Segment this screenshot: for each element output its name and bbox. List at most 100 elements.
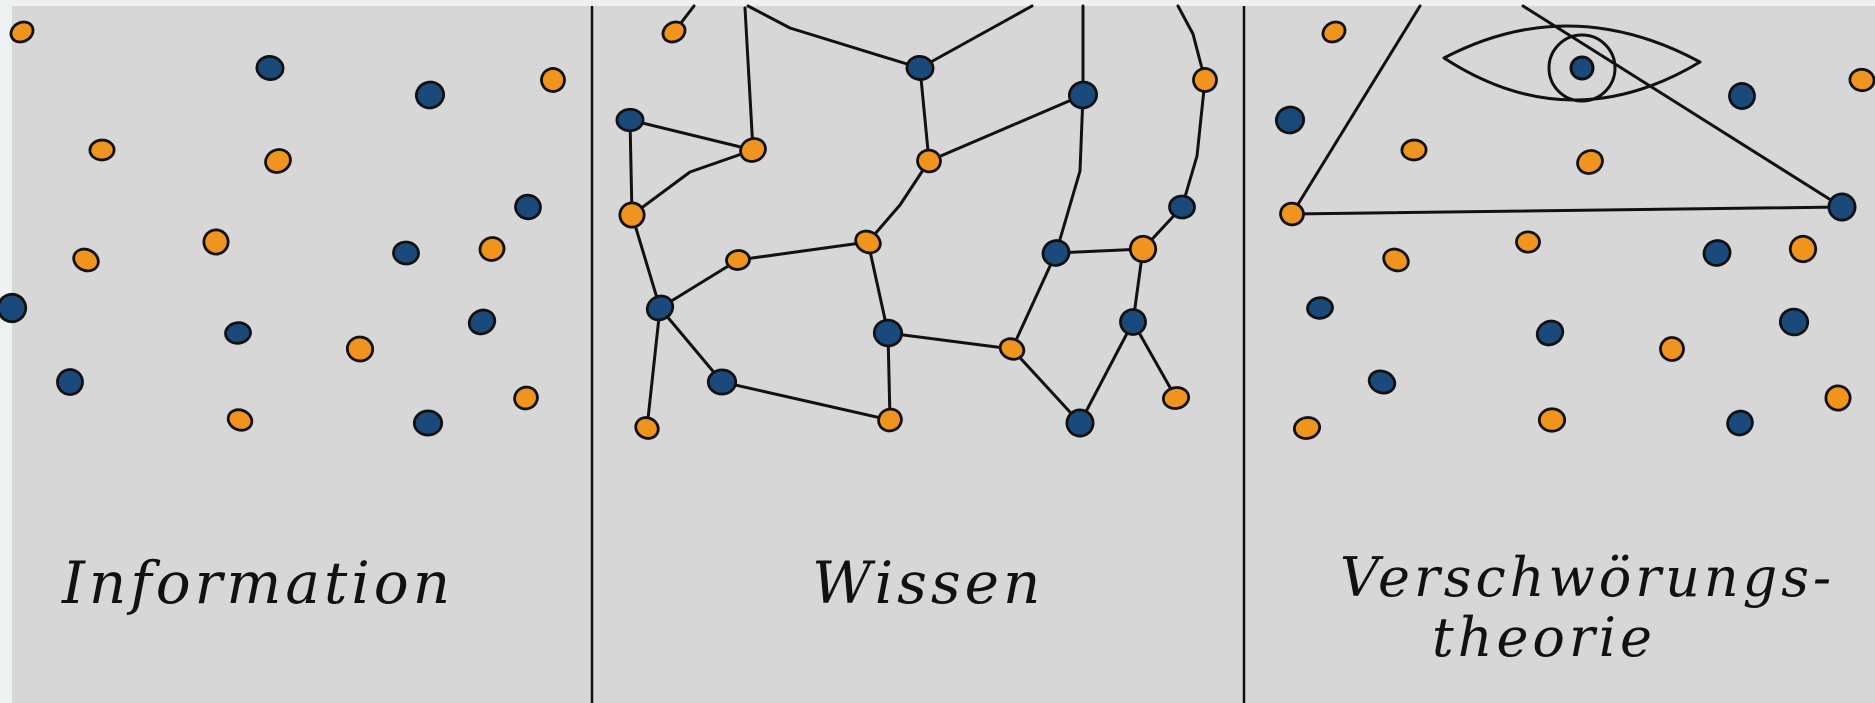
wissen-edge (866, 240, 890, 335)
wissen-blue-dot (645, 294, 675, 322)
conspiracy-orange-dot (1400, 138, 1428, 162)
information-blue-dot (0, 292, 28, 324)
wissen-edge (1054, 93, 1085, 255)
information-orange-dot (478, 236, 506, 262)
information-orange-dot (540, 67, 566, 93)
information-blue-dot (56, 368, 84, 396)
conspiracy-blue-dot (1274, 105, 1306, 135)
eye-outline (1442, 24, 1702, 102)
wissen-blue-dot (1065, 408, 1095, 438)
wissen-orange-dot (725, 249, 751, 271)
wissen-edge (1010, 347, 1082, 425)
wissen-edge (645, 306, 662, 430)
wissen-edge (1078, 320, 1135, 425)
information-orange-dot (226, 408, 254, 432)
conspiracy-blue-dot (1535, 319, 1565, 347)
wissen-blue-dot (905, 55, 935, 81)
information-blue-dot (412, 409, 444, 437)
conspiracy-blue-dot (1827, 192, 1857, 222)
wissen-edge (630, 213, 662, 310)
wissen-orange-dot (854, 229, 882, 255)
conspiracy-blue-dot (1778, 307, 1810, 337)
wissen-edge (927, 93, 1085, 163)
wissen-orange-dot (1161, 386, 1191, 410)
wissen-edge (736, 240, 870, 262)
label-information: Information (61, 549, 454, 617)
all-seeing-eye-icon (1290, 4, 1844, 216)
conspiracy-blue-dot (1367, 369, 1397, 395)
wissen-orange-dot (1192, 67, 1218, 93)
wissen-orange-dot (634, 416, 660, 440)
label-wissen: Wissen (812, 549, 1044, 617)
information-blue-dot (392, 240, 420, 266)
conspiracy-orange-dot (1279, 201, 1305, 227)
conspiracy-blue-dot (1728, 82, 1756, 110)
wissen-network-nodes (615, 20, 1218, 440)
wissen-edge (918, 4, 1034, 70)
wissen-edge (746, 4, 922, 70)
eye-iris (1547, 33, 1617, 103)
wissen-blue-dot (706, 368, 738, 396)
wissen-blue-dot (1067, 80, 1099, 110)
information-blue-dot (414, 80, 446, 110)
wissen-edge (658, 258, 740, 310)
wissen-orange-dot (661, 20, 687, 44)
wissen-orange-dot (998, 337, 1026, 361)
conspiracy-orange-dot (1848, 67, 1875, 93)
information-panel-dots (0, 20, 566, 437)
information-blue-dot (224, 321, 252, 345)
information-blue-dot (467, 308, 497, 336)
wissen-blue-dot (1119, 308, 1147, 336)
conspiracy-panel-dots (1274, 20, 1875, 440)
pyramid-triangle (1290, 4, 1844, 216)
wissen-orange-dot (916, 148, 942, 174)
wissen-edge (658, 306, 724, 384)
conspiracy-orange-dot (1824, 384, 1852, 412)
wissen-blue-dot (1168, 194, 1196, 220)
wissen-edge (866, 159, 931, 244)
conspiracy-orange-dot (1382, 247, 1410, 273)
conspiracy-orange-dot (1321, 20, 1347, 44)
wissen-blue-dot (1041, 239, 1071, 267)
information-blue-dot (255, 55, 285, 81)
wissen-orange-dot (739, 137, 767, 163)
wissen-edge (918, 66, 931, 163)
eye-pupil (1569, 55, 1595, 81)
wissen-edge (886, 331, 892, 422)
wissen-network-edges (628, 4, 1207, 430)
panels-background (12, 6, 1875, 703)
wissen-blue-dot (615, 107, 645, 133)
wissen-edge (1054, 247, 1145, 255)
conspiracy-orange-dot (1576, 149, 1604, 175)
label-theorie: theorie (1432, 606, 1656, 669)
conspiracy-orange-dot (1788, 234, 1818, 264)
wissen-edge (1010, 251, 1058, 351)
conspiracy-orange-dot (1292, 416, 1322, 440)
wissen-edge (743, 6, 755, 152)
wissen-edge (628, 118, 634, 217)
conspiracy-orange-dot (1515, 230, 1541, 254)
conspiracy-blue-dot (1702, 239, 1732, 267)
information-orange-dot (9, 20, 35, 44)
wissen-edge (1176, 4, 1207, 82)
conspiracy-orange-dot (1659, 336, 1685, 362)
information-orange-dot (513, 385, 539, 411)
wissen-edge (1131, 320, 1178, 400)
wissen-edge (720, 380, 892, 422)
wissen-edge (628, 118, 755, 152)
information-blue-dot (514, 193, 542, 221)
conspiracy-blue-dot (1306, 296, 1334, 320)
wissen-edge (886, 331, 1014, 351)
information-orange-dot (202, 228, 230, 256)
conspiracy-blue-dot (1726, 409, 1754, 437)
information-orange-dot (88, 138, 116, 162)
wissen-orange-dot (877, 407, 903, 433)
wissen-edge (630, 148, 755, 217)
wissen-orange-dot (1128, 234, 1158, 264)
wissen-orange-dot (618, 201, 646, 229)
wissen-blue-dot (872, 318, 904, 348)
label-verschwoerungs: Verschwörungs- (1340, 546, 1835, 609)
wissen-edge (1180, 78, 1207, 209)
conspiracy-orange-dot (1537, 407, 1567, 433)
